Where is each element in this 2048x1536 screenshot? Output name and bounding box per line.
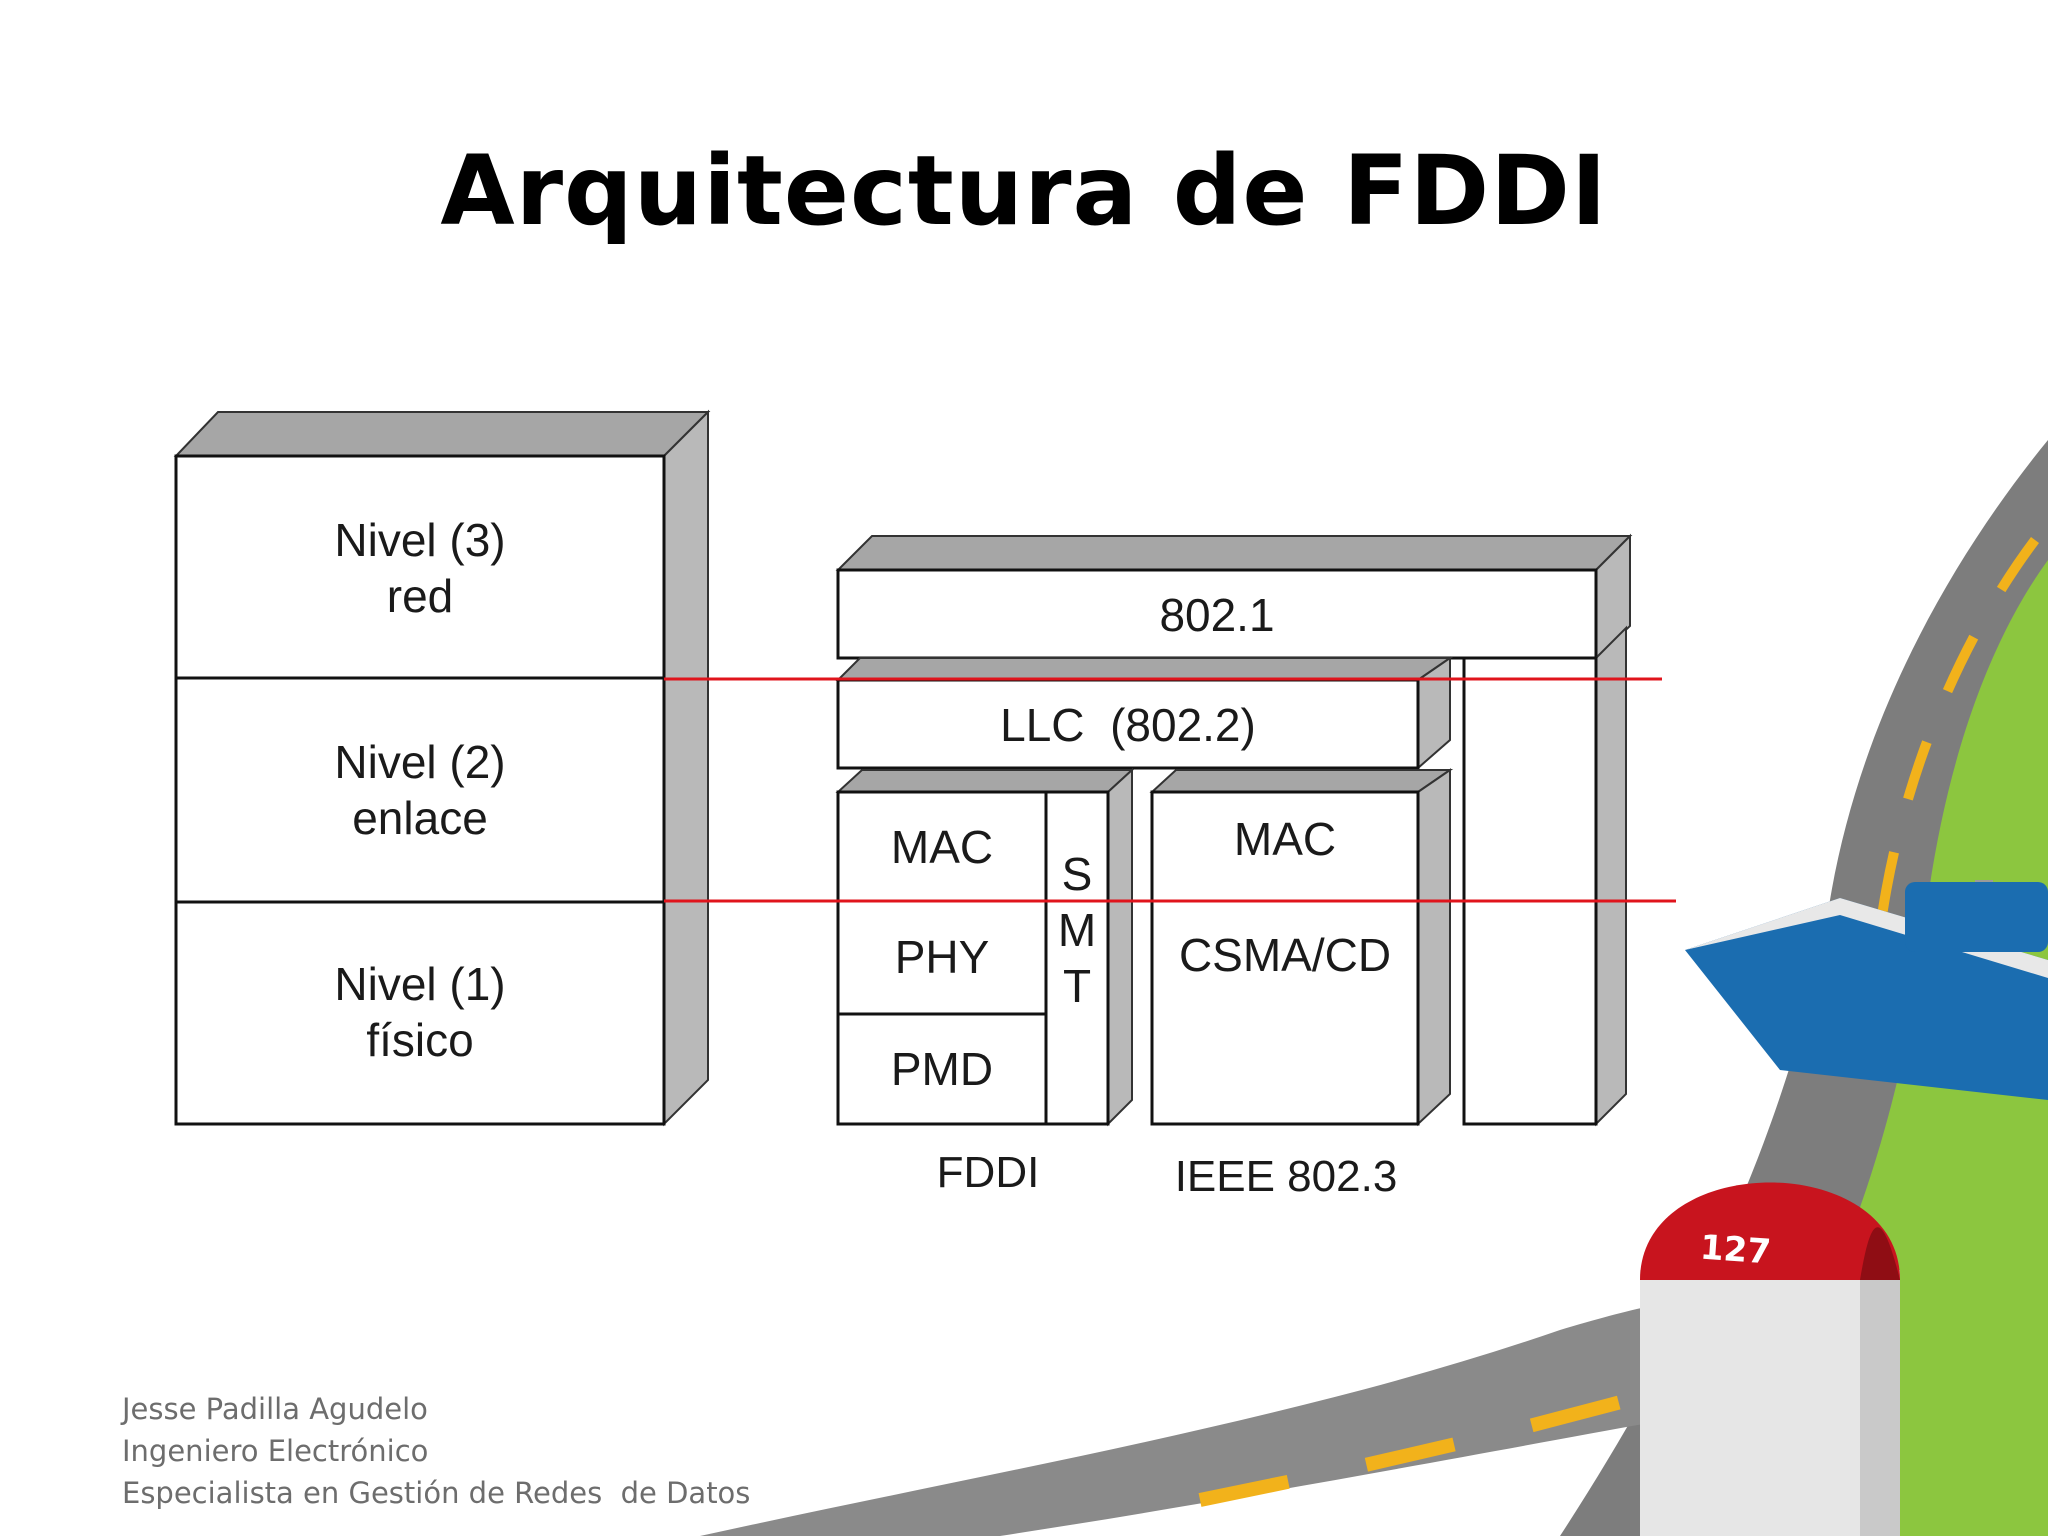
label-smt-t: T — [1062, 960, 1092, 1012]
osi-level-2-label: Nivel (2) enlace — [176, 734, 664, 846]
fddi-side-face — [1107, 767, 1133, 1127]
ieee-top-face — [1149, 769, 1454, 793]
milestone-cap — [1640, 1182, 1900, 1280]
caption-fddi: FDDI — [936, 1148, 1040, 1197]
bar-8021-top-face — [835, 535, 1633, 571]
label-fddi-phy: PHY — [894, 931, 990, 983]
label-smt-m: M — [1057, 904, 1097, 956]
osi-level-2-desc: enlace — [352, 792, 488, 844]
author-name: Jesse Padilla Agudelo — [122, 1392, 428, 1426]
osi-level-1-label: Nivel (1) físico — [176, 956, 664, 1068]
slide-title: Arquitectura de FDDI — [440, 135, 1608, 247]
road-bottom — [700, 1296, 1780, 1536]
author-footer: Jesse Padilla Agudelo Ingeniero Electrón… — [122, 1388, 750, 1514]
label-fddi-mac: MAC — [890, 821, 994, 873]
osi-level-1-desc: físico — [366, 1014, 474, 1066]
label-ieee-csma: CSMA/CD — [1178, 929, 1392, 981]
fddi-box — [836, 790, 1110, 1126]
blue-sign-edge — [1685, 898, 2048, 978]
blue-sign-small — [1905, 882, 2048, 952]
author-specialty: Especialista en Gestión de Redes de Dato… — [122, 1476, 751, 1510]
osi-level-2-box — [174, 676, 666, 904]
bar-8021-box — [836, 568, 1598, 660]
osi-level-3-desc: red — [386, 570, 454, 622]
milestone-side — [1860, 1270, 1900, 1536]
label-smt-s: S — [1061, 848, 1093, 900]
label-smt: S M T — [1046, 846, 1108, 1014]
label-8021: 802.1 — [1159, 589, 1275, 641]
right-column-side — [1595, 625, 1627, 1127]
osi-level-3-label: Nivel (3) red — [176, 512, 664, 624]
page-number: 127 — [1698, 1227, 1773, 1273]
fddi-top-face — [835, 769, 1135, 793]
osi-level-3-box — [174, 454, 666, 680]
ieee-box — [1150, 790, 1420, 1126]
label-llc: LLC (802.2) — [1000, 699, 1256, 751]
milestone-cap-shadow — [1860, 1227, 1900, 1280]
osi-level-1-name: Nivel (1) — [334, 958, 506, 1010]
right-column-box — [1462, 656, 1598, 1126]
label-fddi-pmd: PMD — [890, 1043, 994, 1095]
road-right-dashes — [1875, 537, 2040, 931]
caption-ieee: IEEE 802.3 — [1174, 1152, 1398, 1196]
osi-level-1-box — [174, 900, 666, 1126]
label-ieee-mac: MAC — [1233, 813, 1337, 865]
bar-llc-top-face — [835, 657, 1454, 681]
osi-stack-top-face — [173, 411, 711, 457]
osi-stack-side-face — [663, 409, 709, 1127]
road-bottom-dashes — [1198, 1373, 1702, 1507]
road-right — [1560, 440, 2048, 1536]
author-role: Ingeniero Electrónico — [122, 1434, 429, 1468]
bar-llc-box — [836, 678, 1420, 770]
milestone-body — [1640, 1270, 1900, 1536]
ieee-side-face — [1417, 768, 1451, 1127]
osi-level-3-name: Nivel (3) — [334, 514, 506, 566]
osi-level-2-name: Nivel (2) — [334, 736, 506, 788]
